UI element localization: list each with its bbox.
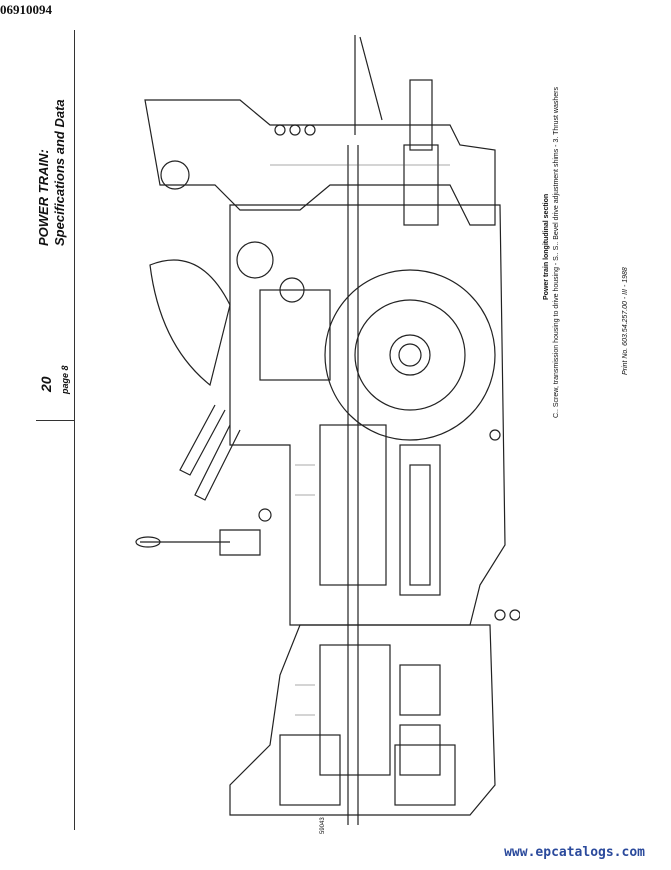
page-number: 20 [38,376,54,392]
figure-caption-text: C.. Screw, transmission housing to drive… [553,87,560,418]
margin-rule [74,30,75,830]
print-number: Print No. 603.54.257.00 - III - 1988 [622,267,629,375]
section-title-line2: Specifications and Data [52,99,67,246]
section-title: POWER TRAIN: Specifications and Data [36,99,68,246]
document-id: 06910094 [0,2,52,17]
page-divider [36,420,74,421]
page-label: page 8 [60,365,70,394]
section-title-line1: POWER TRAIN: [36,149,51,246]
footer-site-link[interactable]: www.epcatalogs.com [504,845,645,860]
figure-caption-title: Power train longitudinal section [543,193,550,300]
power-train-section-drawing [135,35,520,825]
figure-code: 59043 [320,817,326,834]
